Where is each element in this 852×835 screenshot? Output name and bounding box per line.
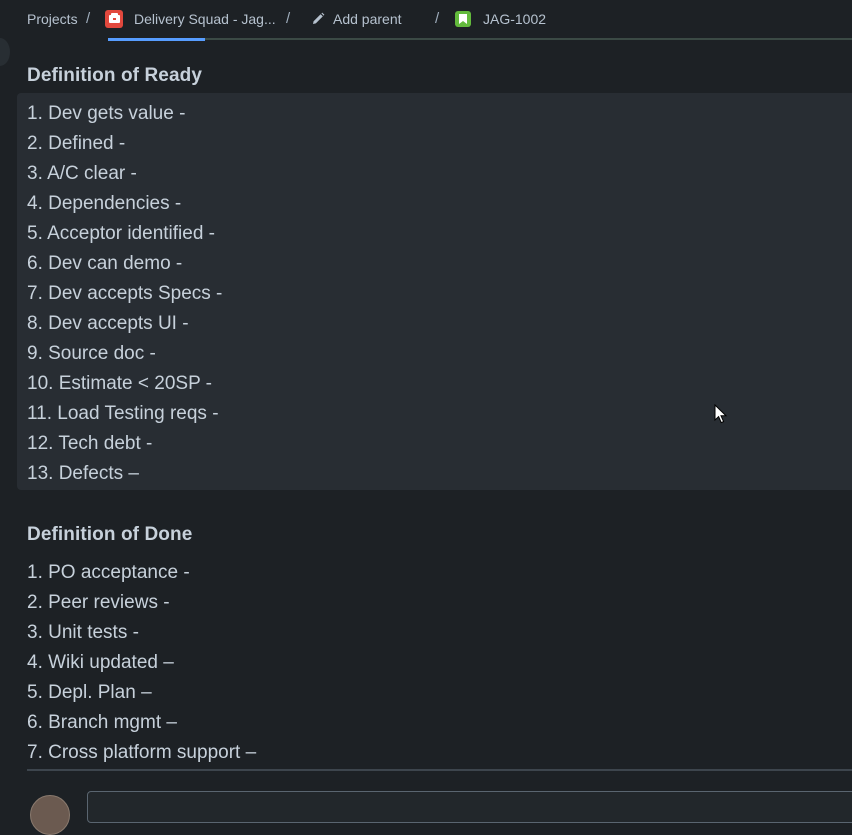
list-item: 10. Estimate < 20SP -	[27, 373, 212, 394]
list-item: 1. PO acceptance -	[27, 562, 190, 583]
list-item: 4. Dependencies -	[27, 193, 182, 214]
add-parent-label: Add parent	[333, 11, 402, 27]
breadcrumb-separator: /	[86, 10, 91, 27]
avatar[interactable]	[30, 795, 70, 835]
breadcrumb-issue-key: JAG-1002	[483, 11, 547, 27]
breadcrumb-separator: /	[286, 10, 291, 27]
list-item: 2. Defined -	[27, 133, 126, 154]
list-item: 1. Dev gets value -	[27, 103, 186, 124]
list-item: 12. Tech debt -	[27, 433, 153, 454]
done-list: 1. PO acceptance - 2. Peer reviews - 3. …	[27, 558, 256, 768]
list-item: 6. Branch mgmt –	[27, 712, 177, 733]
breadcrumb-project-link[interactable]: Delivery Squad - Jag...	[105, 10, 276, 28]
list-item: 8. Dev accepts UI -	[27, 313, 189, 334]
header-divider	[205, 38, 852, 40]
mouse-cursor-icon	[714, 404, 728, 424]
list-item: 7. Dev accepts Specs -	[27, 283, 223, 304]
active-tab-indicator	[108, 38, 205, 41]
breadcrumb-project-label: Delivery Squad - Jag...	[134, 11, 276, 27]
ready-heading: Definition of Ready	[27, 65, 203, 86]
list-item: 11. Load Testing reqs -	[27, 403, 219, 424]
list-item: 2. Peer reviews -	[27, 592, 170, 613]
breadcrumb-issue-link[interactable]: JAG-1002	[455, 10, 546, 28]
ready-list: 1. Dev gets value - 2. Defined - 3. A/C …	[27, 99, 222, 489]
add-parent-button[interactable]: Add parent	[311, 10, 402, 28]
list-item: 4. Wiki updated –	[27, 652, 174, 673]
breadcrumb-separator: /	[435, 10, 440, 27]
list-item: 9. Source doc -	[27, 343, 156, 364]
list-item: 5. Depl. Plan –	[27, 682, 152, 703]
list-item: 3. A/C clear -	[27, 163, 137, 184]
list-item: 3. Unit tests -	[27, 622, 139, 643]
breadcrumb-projects-link[interactable]: Projects	[27, 10, 78, 28]
list-item: 7. Cross platform support –	[27, 742, 257, 763]
breadcrumb: Projects / Delivery Squad - Jag... / Add…	[0, 0, 852, 38]
done-heading: Definition of Done	[27, 524, 193, 545]
pencil-icon	[313, 12, 325, 24]
content-divider	[27, 769, 852, 771]
story-icon	[455, 11, 471, 27]
ready-panel	[17, 93, 852, 490]
breadcrumb-projects-label: Projects	[27, 11, 78, 27]
project-avatar-icon	[105, 10, 123, 28]
sidebar-collapse-handle[interactable]	[0, 38, 10, 66]
bookmark-icon	[459, 14, 467, 24]
list-item: 6. Dev can demo -	[27, 253, 183, 274]
list-item: 13. Defects –	[27, 463, 139, 484]
list-item: 5. Acceptor identified -	[27, 223, 215, 244]
comment-input[interactable]	[87, 791, 852, 823]
